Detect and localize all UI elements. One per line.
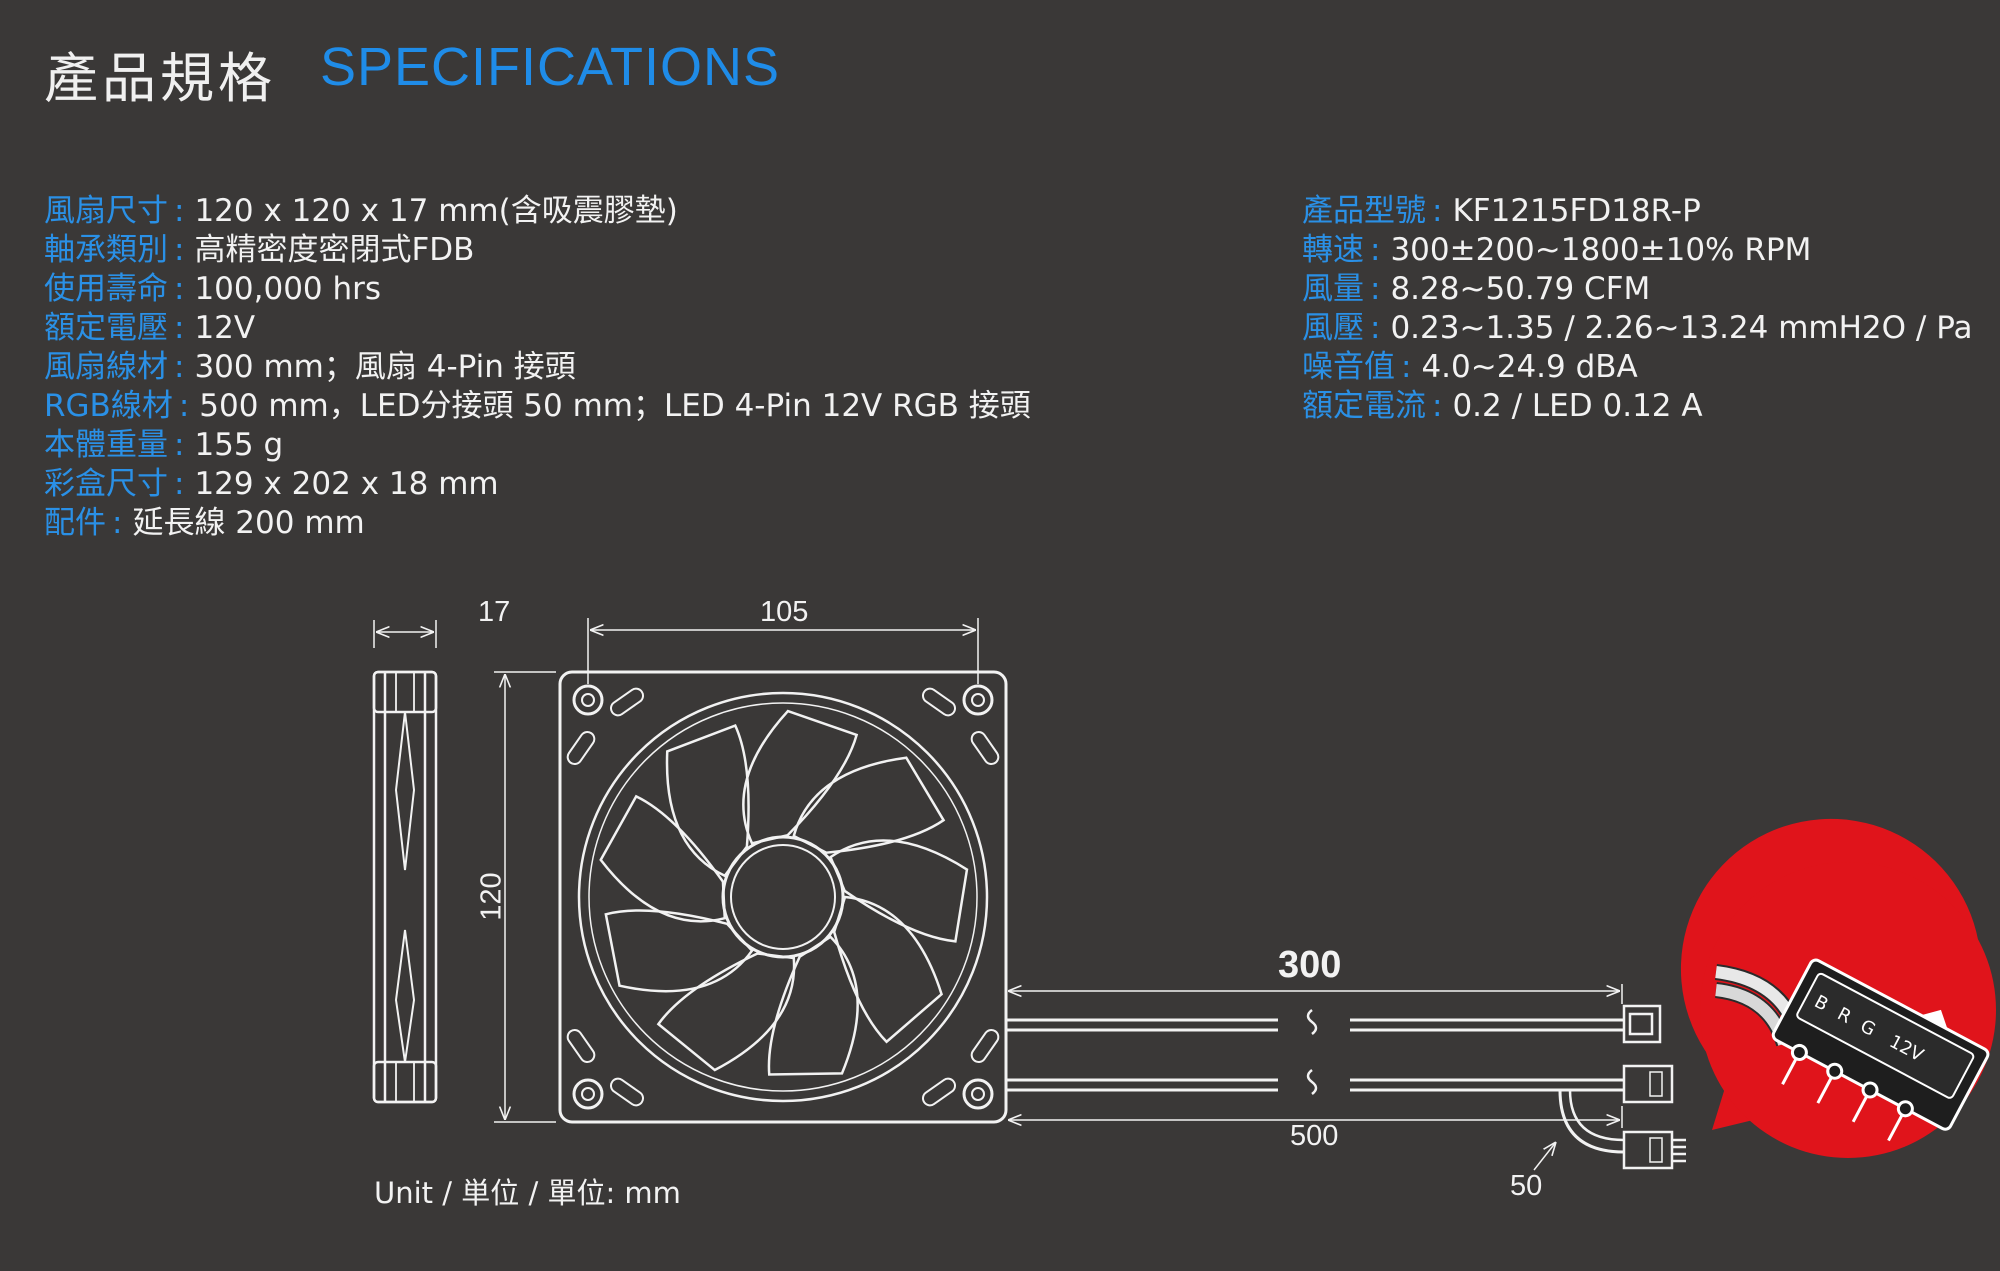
fan-blade: [599, 794, 727, 923]
spec-value: 300±200~1800±10% RPM: [1390, 232, 1812, 268]
spec-row: 配件:延長線 200 mm: [44, 504, 1031, 543]
spec-row: 風扇尺寸:120 x 120 x 17 mm(含吸震膠墊): [44, 192, 1031, 231]
spec-row: 額定電壓:12V: [44, 309, 1031, 348]
fan-front-view: [558, 670, 1008, 1124]
spec-row: 轉速:300±200~1800±10% RPM: [1302, 231, 1973, 270]
spec-separator: :: [1432, 193, 1443, 229]
spec-row: 風扇線材:300 mm；風扇 4-Pin 接頭: [44, 348, 1031, 387]
spec-row: 彩盒尺寸:129 x 202 x 18 mm: [44, 465, 1031, 504]
spec-value: 高精密度密閉式FDB: [194, 232, 475, 268]
dimension-label-thickness: 17: [478, 596, 511, 628]
spec-value: 300 mm；風扇 4-Pin 接頭: [194, 349, 576, 385]
fan-blades: [599, 709, 969, 1076]
dimension-label-led-split: 50: [1510, 1170, 1543, 1202]
dimension-label-fan-cable: 300: [1278, 944, 1342, 986]
spec-value: 120 x 120 x 17 mm(含吸震膠墊): [194, 193, 678, 229]
page-title-zh: 產品規格: [44, 47, 276, 110]
spec-separator: :: [1370, 310, 1381, 346]
spec-label: 軸承類別: [44, 232, 168, 268]
spec-label: 使用壽命: [44, 271, 168, 307]
spec-value: 129 x 202 x 18 mm: [194, 466, 499, 502]
spec-separator: :: [174, 232, 185, 268]
dimension-fan-cable: [1008, 984, 1623, 1004]
spec-list-left: 風扇尺寸:120 x 120 x 17 mm(含吸震膠墊)軸承類別:高精密度密閉…: [44, 192, 1031, 543]
fan-blade: [742, 709, 859, 845]
dimension-led-split: [1533, 1142, 1556, 1171]
dimension-thickness: [373, 620, 437, 648]
spec-separator: :: [174, 193, 185, 229]
spec-separator: :: [1370, 271, 1381, 307]
spec-row: RGB線材:500 mm，LED分接頭 50 mm；LED 4-Pin 12V …: [44, 387, 1031, 426]
spec-row: 使用壽命:100,000 hrs: [44, 270, 1031, 309]
spec-row: 風量:8.28~50.79 CFM: [1302, 270, 1973, 309]
dimension-label-hole-spacing: 105: [760, 596, 809, 628]
spec-label: 轉速: [1302, 232, 1364, 268]
dimension-label-rgb-cable: 500: [1290, 1120, 1339, 1152]
cables: [1006, 1009, 1625, 1154]
spec-separator: :: [112, 505, 123, 541]
spec-separator: :: [174, 427, 185, 463]
spec-value: 100,000 hrs: [194, 271, 382, 307]
connector-callout: 12V G R B: [1680, 818, 1996, 1158]
spec-row: 軸承類別:高精密度密閉式FDB: [44, 231, 1031, 270]
unit-note: Unit / 単位 / 單位: mm: [374, 1176, 681, 1210]
spec-label: 配件: [44, 505, 106, 541]
spec-label: 本體重量: [44, 427, 168, 463]
fan-blade: [832, 895, 944, 1044]
spec-separator: :: [174, 271, 185, 307]
spec-row: 噪音值:4.0~24.9 dBA: [1302, 348, 1973, 387]
fan-blade: [656, 952, 796, 1072]
spec-value: 延長線 200 mm: [132, 505, 365, 541]
spec-row: 風壓:0.23~1.35 / 2.26~13.24 mmH2O / Pa: [1302, 309, 1973, 348]
spec-label: 彩盒尺寸: [44, 466, 168, 502]
fan-blade: [665, 723, 750, 878]
connectors: [1622, 1004, 1686, 1170]
fan-blade: [767, 935, 859, 1076]
spec-separator: :: [178, 388, 190, 424]
fan-blade: [604, 909, 754, 993]
spec-value: KF1215FD18R-P: [1452, 193, 1701, 229]
spec-label: 額定電壓: [44, 310, 168, 346]
spec-value: 12V: [194, 310, 256, 346]
spec-label: 風量: [1302, 271, 1364, 307]
page-title-en: SPECIFICATIONS: [320, 37, 781, 97]
spec-label: 風壓: [1302, 310, 1364, 346]
dimension-rgb-cable: [1008, 1106, 1623, 1128]
spec-value: 500 mm，LED分接頭 50 mm；LED 4-Pin 12V RGB 接頭: [199, 388, 1031, 424]
spec-separator: :: [174, 310, 185, 346]
spec-row: 產品型號:KF1215FD18R-P: [1302, 192, 1973, 231]
dimension-label-height: 120: [475, 872, 508, 921]
spec-label: 噪音值: [1302, 349, 1395, 385]
fan-blade: [828, 839, 969, 943]
spec-separator: :: [174, 349, 185, 385]
spec-value: 4.0~24.9 dBA: [1421, 349, 1638, 385]
spec-separator: :: [1370, 232, 1381, 268]
spec-separator: :: [1432, 388, 1443, 424]
spec-value: 0.2 / LED 0.12 A: [1452, 388, 1703, 424]
dimension-hole-spacing: [587, 618, 979, 684]
fan-blade: [792, 756, 946, 854]
spec-row: 額定電流:0.2 / LED 0.12 A: [1302, 387, 1973, 426]
spec-label: 風扇尺寸: [44, 193, 168, 229]
spec-separator: :: [174, 466, 185, 502]
spec-label: 風扇線材: [44, 349, 168, 385]
spec-value: 8.28~50.79 CFM: [1390, 271, 1651, 307]
spec-value: 0.23~1.35 / 2.26~13.24 mmH2O / Pa: [1390, 310, 1973, 346]
spec-separator: :: [1401, 349, 1412, 385]
spec-label: 額定電流: [1302, 388, 1426, 424]
spec-row: 本體重量:155 g: [44, 426, 1031, 465]
fan-side-view: [372, 670, 438, 1104]
spec-value: 155 g: [194, 427, 284, 463]
spec-label: 產品型號: [1302, 193, 1426, 229]
dimension-height: [494, 671, 556, 1123]
spec-label: RGB線材: [44, 388, 173, 424]
